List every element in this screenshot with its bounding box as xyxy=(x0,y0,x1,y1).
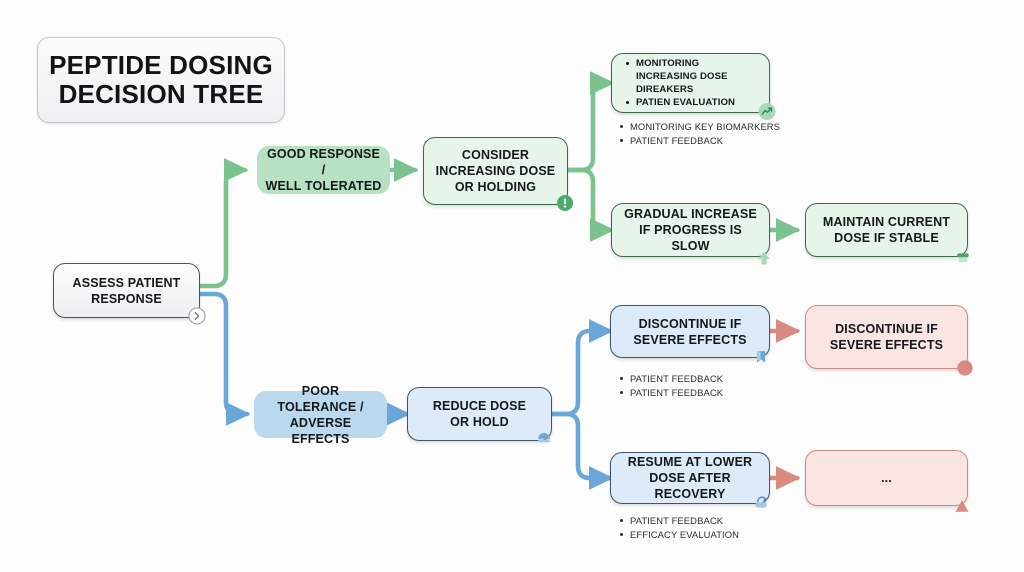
exclamation-badge xyxy=(556,194,574,212)
node-discontinue-severe-effects-blue[interactable]: DISCONTINUE IF SEVERE EFFECTS xyxy=(610,305,770,363)
bar-badge xyxy=(954,248,972,266)
arrow-up-badge xyxy=(755,249,773,267)
list-item: MONITORING KEY BIOMARKERS xyxy=(619,120,819,134)
connector-reduce-to-discontinue xyxy=(549,319,614,417)
node-bullet-list: MONITORING INCREASING DOSE DIREAKERS PAT… xyxy=(612,57,769,110)
node-reduce-dose-or-hold[interactable]: REDUCE DOSE OR HOLD xyxy=(407,387,552,443)
node-label: GOOD RESPONSE / WELL TOLERATED xyxy=(265,147,382,193)
node-resume-at-lower-dose[interactable]: RESUME AT LOWER DOSE AFTER RECOVERY xyxy=(610,452,770,508)
node-good-response[interactable]: GOOD RESPONSE / WELL TOLERATED xyxy=(257,146,390,194)
diagram-title-card: PEPTIDE DOSING DECISION TREE xyxy=(37,37,285,123)
node-label: DISCONTINUE IF SEVERE EFFECTS xyxy=(633,316,747,347)
list-item: PATIENT FEEDBACK xyxy=(619,372,819,386)
half-circle-badge xyxy=(535,428,553,446)
node-poor-tolerance[interactable]: POOR TOLERANCE / ADVERSE EFFECTS xyxy=(254,384,387,446)
list-item: PATIENT FEEDBACK xyxy=(619,134,819,148)
trend-up-badge xyxy=(758,102,776,120)
node-placeholder-pink[interactable]: ... xyxy=(805,450,969,512)
node-label: ... xyxy=(881,471,892,485)
list-item: MONITORING INCREASING DOSE DIREAKERS xyxy=(626,57,759,97)
node-label: ASSESS PATIENT RESPONSE xyxy=(72,275,181,306)
node-label: REDUCE DOSE OR HOLD xyxy=(432,399,527,429)
list-under-resume-box: PATIENT FEEDBACK EFFICACY EVALUATION xyxy=(619,514,819,542)
node-gradual-increase[interactable]: GRADUAL INCREASE IF PROGRESS IS SLOW xyxy=(611,203,770,265)
node-label: DISCONTINUE IF SEVERE EFFECTS xyxy=(829,322,944,352)
list-item: PATIEN EVALUATION xyxy=(626,96,759,109)
list-under-discontinue-box: PATIENT FEEDBACK PATIENT FEEDBACK xyxy=(619,372,819,400)
circle-badge xyxy=(956,359,974,377)
page-title: PEPTIDE DOSING DECISION TREE xyxy=(49,49,273,109)
node-label: CONSIDER INCREASING DOSE OR HOLDING xyxy=(435,148,556,194)
title-line-2: DECISION TREE xyxy=(58,79,264,109)
node-assess-patient-response[interactable]: ASSESS PATIENT RESPONSE xyxy=(53,263,206,325)
bookmark-badge xyxy=(752,348,770,366)
node-monitoring-increasing-dose[interactable]: MONITORING INCREASING DOSE DIREAKERS PAT… xyxy=(611,53,776,120)
list-item: PATIENT FEEDBACK xyxy=(619,386,819,400)
node-label: MAINTAIN CURRENT DOSE IF STABLE xyxy=(822,215,951,245)
node-maintain-current-dose[interactable]: MAINTAIN CURRENT DOSE IF STABLE xyxy=(805,203,969,263)
connector-root-to-poor-tolerance xyxy=(197,291,251,426)
triangle-badge xyxy=(953,497,971,515)
connector-root-to-good-response xyxy=(197,158,249,289)
connector-reduce-to-resume xyxy=(549,411,614,490)
node-label: RESUME AT LOWER DOSE AFTER RECOVERY xyxy=(627,455,753,501)
list-item: PATIENT FEEDBACK xyxy=(619,514,819,528)
chevron-right-badge xyxy=(188,307,206,325)
connector-consider-to-monitoring xyxy=(565,71,615,173)
connector-consider-to-gradual xyxy=(565,167,615,242)
refresh-badge xyxy=(753,493,771,511)
node-consider-increasing-dose[interactable]: CONSIDER INCREASING DOSE OR HOLDING xyxy=(423,137,573,211)
list-item: EFFICACY EVALUATION xyxy=(619,528,819,542)
list-under-monitoring-box: MONITORING KEY BIOMARKERS PATIENT FEEDBA… xyxy=(619,120,819,148)
node-label: POOR TOLERANCE / ADVERSE EFFECTS xyxy=(277,383,364,446)
title-line-1: PEPTIDE DOSING xyxy=(49,49,273,80)
node-label: GRADUAL INCREASE IF PROGRESS IS SLOW xyxy=(624,207,757,253)
node-discontinue-severe-effects-pink[interactable]: DISCONTINUE IF SEVERE EFFECTS xyxy=(805,305,973,376)
